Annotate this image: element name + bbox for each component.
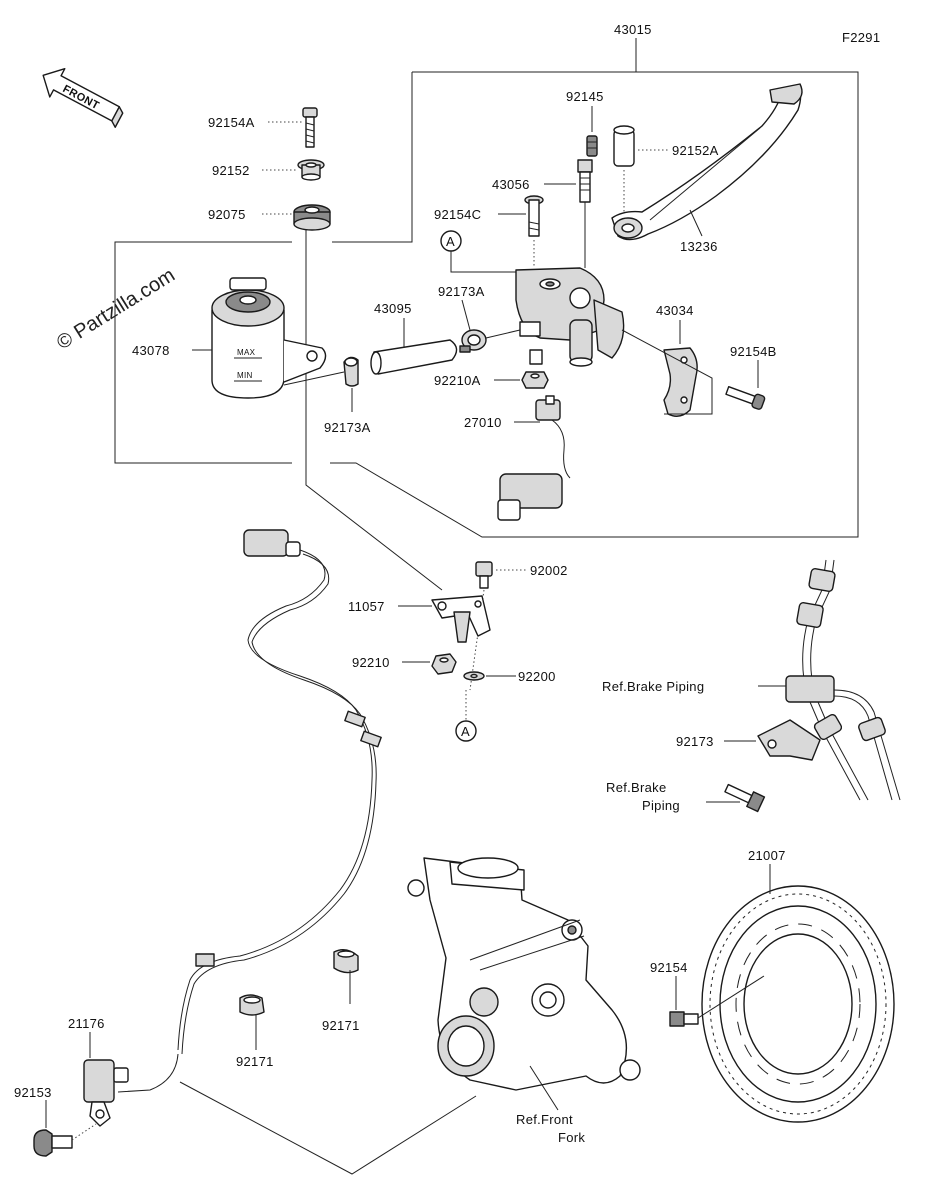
reference-a-top: A: [440, 230, 462, 252]
reservoir-hose-line: [283, 371, 345, 386]
reference-a-bottom: A: [455, 720, 477, 742]
callout-43078: 43078: [132, 343, 170, 358]
callout-43056: 43056: [492, 177, 530, 192]
callout-92154A: 92154A: [208, 115, 255, 130]
hose-43095: [370, 339, 458, 375]
master-cylinder-body: [515, 267, 625, 367]
reservoir-min-mark: MIN: [237, 371, 253, 380]
callout-92075: 92075: [208, 207, 246, 222]
bolt-92154B: [725, 386, 766, 410]
set-screw-92145: [586, 135, 598, 157]
bolt-92154C: [524, 195, 544, 237]
leader-front-fork: [529, 1065, 559, 1111]
callout-21007: 21007: [748, 848, 786, 863]
assembly-frame-left-outer: [114, 241, 292, 464]
hose-to-master: [485, 329, 521, 339]
bolt-92153: [33, 1129, 73, 1157]
clamp-bracket-line: [621, 329, 713, 415]
reference-a-top-label: A: [446, 234, 455, 249]
bolt-92002: [475, 561, 493, 589]
bolt-92153-axis: [71, 1123, 97, 1141]
callout-92145: 92145: [566, 89, 604, 104]
nut-92210A: [521, 371, 549, 389]
fitting-43056: [577, 159, 593, 203]
callout-92171-left: 92171: [236, 1054, 274, 1069]
leader-92173A-upper: [461, 299, 471, 331]
collar-92152A: [613, 125, 635, 167]
callout-13236: 13236: [680, 239, 718, 254]
lever-13236: [611, 83, 803, 241]
ref-front-fork-2: Fork: [558, 1130, 585, 1145]
callout-92154B: 92154B: [730, 344, 777, 359]
callout-43034: 43034: [656, 303, 694, 318]
assembly-frame-left: [332, 72, 413, 243]
callout-92173: 92173: [676, 734, 714, 749]
sensor-cable: [117, 529, 382, 1093]
clip-92171-right: [333, 949, 359, 974]
callout-92153: 92153: [14, 1085, 52, 1100]
washer-92152: [297, 159, 325, 181]
watermark-text: © Partzilla.com: [53, 264, 179, 354]
washer-92200: [463, 671, 485, 681]
leader-a-top: [450, 251, 540, 273]
callout-92002: 92002: [530, 563, 568, 578]
callout-92152A: 92152A: [672, 143, 719, 158]
clamp-43034: [663, 347, 698, 417]
callout-92173A-lower: 92173A: [324, 420, 371, 435]
callout-92154: 92154: [650, 960, 688, 975]
abs-rotor-21007: [701, 885, 895, 1123]
callout-43015: 43015: [614, 22, 652, 37]
callout-27010: 27010: [464, 415, 502, 430]
callout-92210A: 92210A: [434, 373, 481, 388]
reference-a-bottom-label: A: [461, 724, 470, 739]
ref-brake-piping-2a: Ref.Brake: [606, 780, 667, 795]
bolt-92154: [669, 1011, 699, 1027]
switch-27010: [497, 395, 571, 521]
callout-43095: 43095: [374, 301, 412, 316]
bolt-92154-to-rotor: [697, 975, 765, 1019]
assembly-frame-43015: [330, 71, 859, 538]
reservoir-43078: MAX MIN: [211, 277, 327, 399]
sensor-21176: [83, 1059, 129, 1127]
figure-code: F2291: [842, 30, 880, 45]
bracket-11057: [431, 595, 491, 643]
bolt-brake-piping: [724, 783, 766, 813]
leader-13236: [689, 209, 703, 237]
ref-brake-piping-2b: Piping: [642, 798, 680, 813]
sensor-frame-line: [179, 1081, 477, 1175]
ref-front-fork-1: Ref.Front: [516, 1112, 573, 1127]
reservoir-max-mark: MAX: [237, 348, 256, 357]
front-arrow-icon: FRONT: [42, 68, 124, 128]
callout-11057: 11057: [348, 599, 385, 614]
clamp-92173A-lower: [343, 356, 359, 387]
ref-brake-piping-1: Ref.Brake Piping: [602, 679, 704, 694]
grommet-92075: [293, 204, 331, 231]
callout-92171-right: 92171: [322, 1018, 360, 1033]
callout-92173A-upper: 92173A: [438, 284, 485, 299]
brake-piping: [785, 559, 901, 801]
clamp-92173A-upper: [459, 329, 487, 353]
front-fork-bracket: [407, 857, 641, 1091]
callout-92200: 92200: [518, 669, 556, 684]
callout-92154C: 92154C: [434, 207, 481, 222]
callout-21176: 21176: [68, 1016, 105, 1031]
callout-92152: 92152: [212, 163, 250, 178]
leader-11057-frame: [305, 230, 443, 591]
bolt-92154A: [302, 107, 318, 148]
nut-92210: [431, 653, 457, 675]
clamp-92173: [757, 719, 821, 761]
callout-92210: 92210: [352, 655, 390, 670]
clip-92171-left: [239, 994, 265, 1016]
